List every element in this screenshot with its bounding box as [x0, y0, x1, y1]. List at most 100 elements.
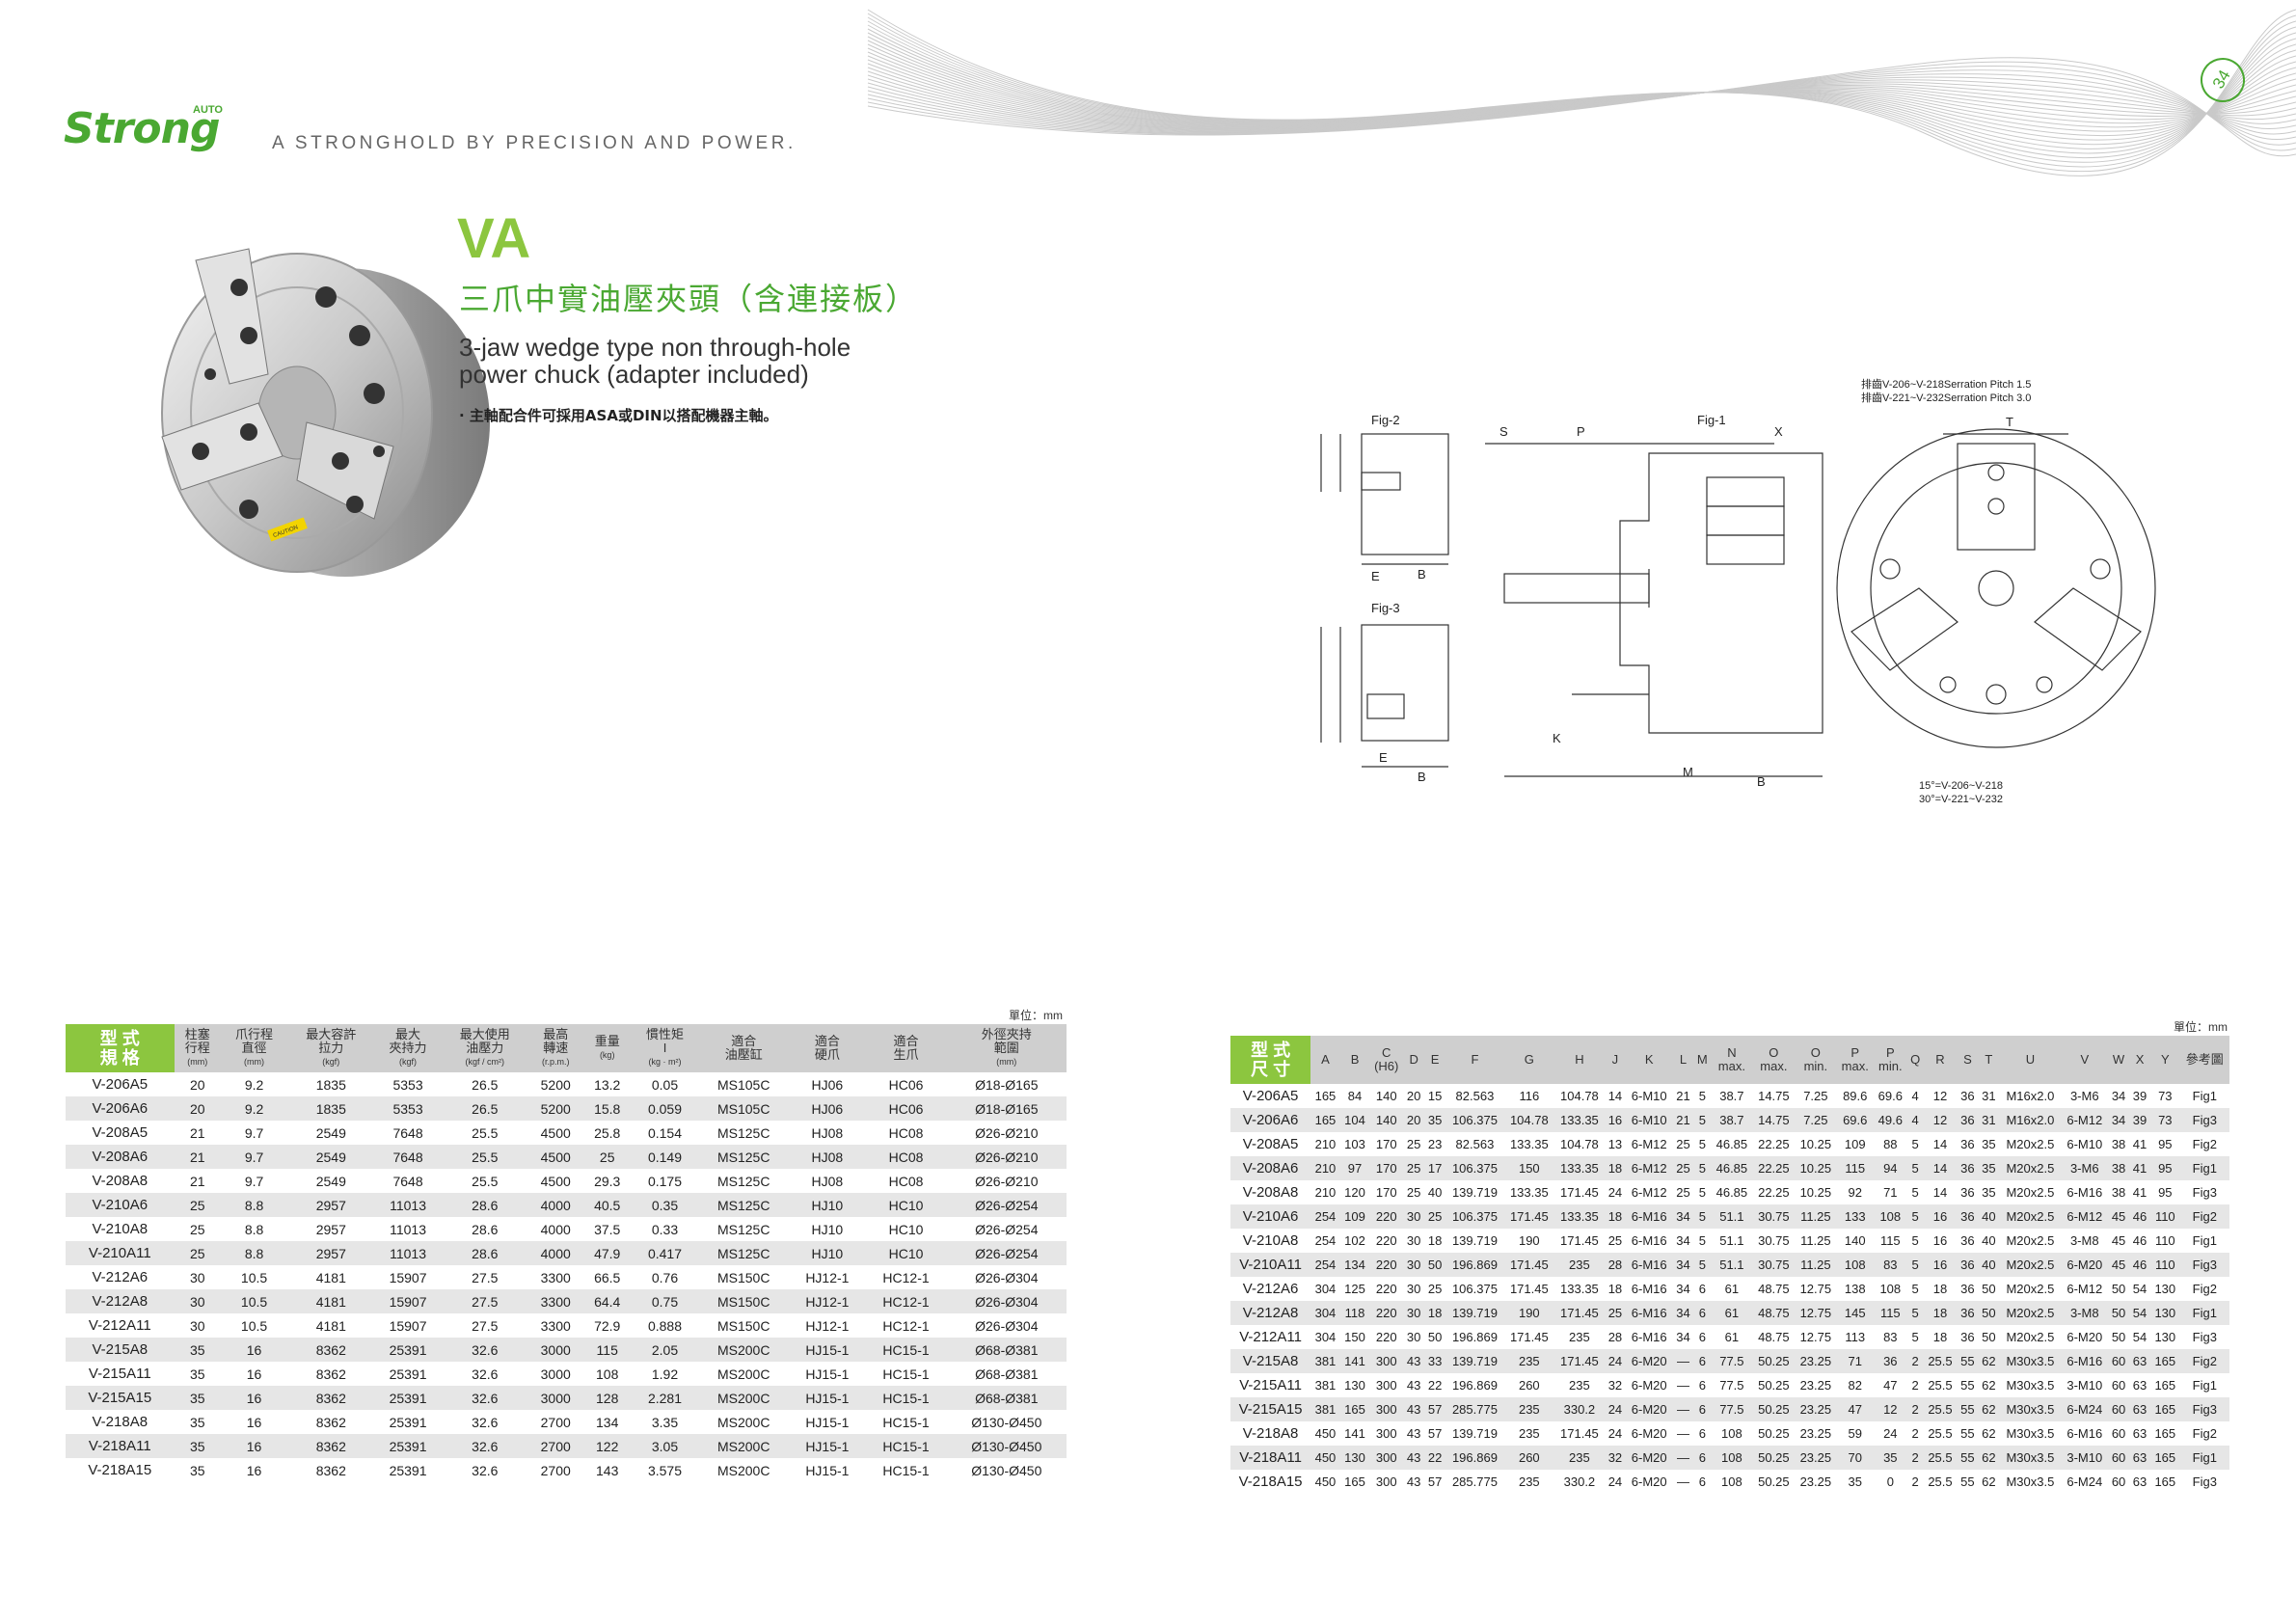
- value-cell: 254: [1310, 1204, 1340, 1229]
- value-cell: 50: [1982, 1282, 1996, 1296]
- value-cell: 8362: [315, 1462, 346, 1478]
- value-cell: 106.375: [1445, 1156, 1504, 1180]
- value-cell: 34: [1672, 1204, 1694, 1229]
- value-cell: 21: [174, 1145, 221, 1169]
- value-cell: 63: [2129, 1397, 2151, 1421]
- value-cell: HC15-1: [865, 1434, 947, 1458]
- value-cell: 92: [1848, 1185, 1862, 1200]
- value-cell: 210: [1314, 1185, 1337, 1200]
- value-cell: 6-M12: [1631, 1185, 1667, 1200]
- table2-header-22: U: [1999, 1036, 2062, 1084]
- value-cell: 0.05: [651, 1076, 679, 1093]
- value-cell: 3300: [540, 1317, 571, 1334]
- value-cell: 6: [1693, 1301, 1712, 1325]
- value-cell: 6-M16: [1625, 1253, 1673, 1277]
- value-cell: 45: [2108, 1253, 2130, 1277]
- wave-line: [867, 36, 2296, 146]
- value-cell: Fig3: [2192, 1330, 2217, 1344]
- value-cell: 16: [1932, 1233, 1948, 1248]
- value-cell: 23: [1427, 1137, 1443, 1151]
- value-cell: 106.375: [1451, 1282, 1498, 1296]
- value-cell: 25.5: [472, 1124, 499, 1141]
- table1-header-4: 最大夾持力(kgf): [374, 1024, 442, 1072]
- model-cell: V-212A6: [1242, 1281, 1299, 1297]
- value-cell: MS200C: [716, 1414, 770, 1430]
- value-cell: 57: [1424, 1397, 1446, 1421]
- value-cell: 0.417: [631, 1241, 699, 1265]
- value-cell: 140: [1369, 1108, 1404, 1132]
- value-cell: 36: [1957, 1253, 1979, 1277]
- value-cell: HC15-1: [882, 1462, 930, 1478]
- value-cell: 4500: [527, 1145, 583, 1169]
- value-cell: 23.25: [1795, 1446, 1837, 1470]
- table2-header-24: W: [2108, 1036, 2130, 1084]
- value-cell: 25: [1676, 1185, 1690, 1200]
- value-cell: 97: [1339, 1156, 1370, 1180]
- value-cell: 6-M16: [1631, 1233, 1667, 1248]
- table2-header-5: E: [1424, 1036, 1446, 1084]
- value-cell: 109: [1339, 1204, 1370, 1229]
- value-cell: 83: [1873, 1253, 1907, 1277]
- model-cell: V-208A8: [92, 1173, 149, 1189]
- value-cell: 36: [1960, 1137, 1975, 1151]
- value-cell: 16: [220, 1434, 288, 1458]
- value-cell: 5353: [392, 1076, 423, 1093]
- value-cell: 55: [1957, 1446, 1979, 1470]
- value-cell: 106.375: [1445, 1108, 1504, 1132]
- value-cell: 8362: [315, 1414, 346, 1430]
- value-cell: M30x3.5: [1999, 1446, 2062, 1470]
- model-cell: V-206A5: [1242, 1088, 1299, 1104]
- value-cell: 6: [1693, 1349, 1712, 1373]
- value-cell: 235: [1553, 1446, 1605, 1470]
- value-cell: 108: [1721, 1426, 1742, 1441]
- value-cell: 84: [1347, 1089, 1363, 1103]
- value-cell: 285.775: [1445, 1397, 1504, 1421]
- value-cell: 21: [189, 1173, 205, 1189]
- value-cell: 2: [1906, 1349, 1924, 1373]
- value-cell: 18: [1604, 1204, 1626, 1229]
- value-cell: 5: [1906, 1301, 1924, 1325]
- value-cell: 150: [1344, 1330, 1365, 1344]
- value-cell: 30: [174, 1289, 221, 1313]
- value-cell: MS125C: [716, 1173, 770, 1189]
- value-cell: 89.6: [1843, 1089, 1868, 1103]
- value-cell: 62: [1978, 1349, 2000, 1373]
- value-cell: 3.35: [651, 1414, 679, 1430]
- value-cell: 12.75: [1795, 1301, 1837, 1325]
- model-cell: V-218A15: [88, 1462, 152, 1478]
- value-cell: 165: [2150, 1349, 2180, 1373]
- value-cell: 25: [1406, 1185, 1421, 1200]
- value-cell: 450: [1310, 1446, 1340, 1470]
- value-cell: 196.869: [1451, 1330, 1498, 1344]
- value-cell: M30x3.5: [1999, 1397, 2062, 1421]
- table2-header-8: H: [1553, 1036, 1605, 1084]
- value-cell: 10.5: [220, 1289, 288, 1313]
- value-cell: 6-M20: [1625, 1446, 1673, 1470]
- value-cell: 6: [1698, 1378, 1706, 1393]
- value-cell: Fig1: [2179, 1301, 2229, 1325]
- value-cell: 171.45: [1503, 1253, 1554, 1277]
- value-cell: 140: [1844, 1233, 1866, 1248]
- value-cell: 47.9: [582, 1241, 632, 1265]
- value-cell: 0.154: [647, 1124, 683, 1141]
- value-cell: 34: [2111, 1089, 2126, 1103]
- value-cell: Fig3: [2179, 1397, 2229, 1421]
- value-cell: 7648: [392, 1173, 423, 1189]
- value-cell: 36: [1960, 1233, 1975, 1248]
- value-cell: 5200: [527, 1096, 583, 1121]
- value-cell: —: [1677, 1426, 1689, 1441]
- value-cell: 28.6: [472, 1221, 499, 1237]
- value-cell: 24: [1604, 1397, 1626, 1421]
- value-cell: 6-M16: [1631, 1282, 1667, 1296]
- value-cell: Ø26-Ø210: [975, 1124, 1039, 1141]
- value-cell: 6-M16: [1631, 1330, 1667, 1344]
- value-cell: 2: [1906, 1446, 1924, 1470]
- value-cell: 104.78: [1560, 1137, 1599, 1151]
- value-cell: 12: [1932, 1089, 1948, 1103]
- value-cell: 220: [1369, 1253, 1404, 1277]
